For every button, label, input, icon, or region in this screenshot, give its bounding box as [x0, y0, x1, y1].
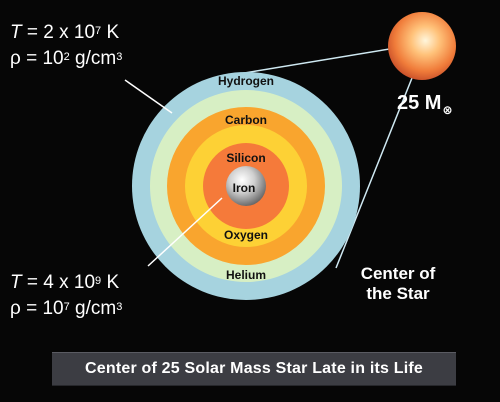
diagram-caption: Center of 25 Solar Mass Star Late in its…	[52, 352, 456, 386]
label-hydrogen: Hydrogen	[218, 74, 274, 88]
inner-annotation: T = 4 x 109 K ρ = 107 g/cm3	[10, 270, 122, 322]
center-of-star-label: Center of the Star	[360, 264, 436, 303]
inner-density: ρ = 107 g/cm3	[10, 298, 123, 319]
star-sphere	[388, 12, 456, 80]
star-pointer-line-bottom	[335, 42, 427, 269]
outer-annotation: T = 2 x 107 K ρ = 102 g/cm3	[10, 20, 122, 72]
star-mass-label: 25 M⊗	[397, 92, 453, 117]
outer-annotation-leader	[124, 79, 173, 114]
inner-temperature: T = 4 x 109 K	[10, 272, 120, 293]
outer-temperature: T = 2 x 107 K	[10, 22, 120, 43]
label-silicon: Silicon	[226, 151, 265, 165]
label-carbon: Carbon	[225, 113, 267, 127]
inner-annotation-leader	[147, 197, 223, 267]
label-helium: Helium	[226, 268, 266, 282]
label-oxygen: Oxygen	[224, 228, 268, 242]
label-iron: Iron	[233, 181, 256, 195]
outer-density: ρ = 102 g/cm3	[10, 48, 123, 69]
solar-mass-symbol: ⊗	[442, 103, 453, 117]
layer-iron	[226, 166, 266, 206]
